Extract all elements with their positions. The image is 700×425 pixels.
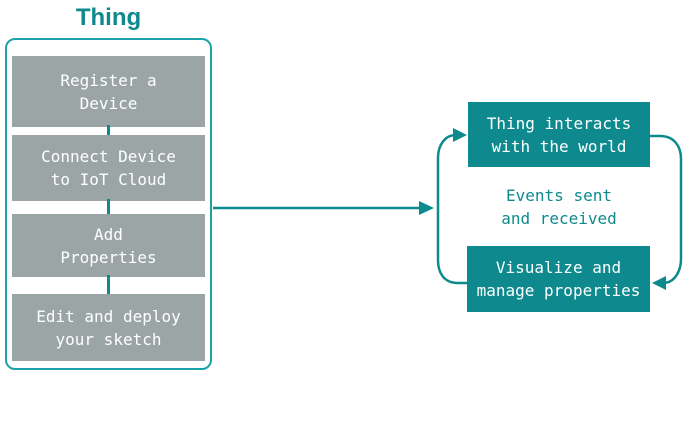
- cycle-arrow-down-icon: [650, 134, 683, 290]
- step-connector: [107, 275, 110, 296]
- step-box-edit-deploy-sketch: Edit and deploy your sketch: [12, 294, 205, 361]
- step-box-register-device: Register a Device: [12, 56, 205, 127]
- step-connector: [107, 125, 110, 137]
- cycle-arrow-up-icon: [436, 128, 467, 285]
- step-box-add-properties: Add Properties: [12, 214, 205, 277]
- cycle-events-text: Events sent and received: [501, 186, 617, 228]
- cycle-box-visualize-properties: Visualize and manage properties: [467, 246, 650, 312]
- step-box-connect-device: Connect Device to IoT Cloud: [12, 135, 205, 201]
- flow-right-arrow-icon: [213, 201, 434, 215]
- thing-steps-container: Register a Device Connect Device to IoT …: [5, 38, 212, 370]
- cycle-box-thing-interacts: Thing interacts with the world: [468, 102, 650, 167]
- diagram-title: Thing: [75, 4, 142, 31]
- step-connector: [107, 199, 110, 216]
